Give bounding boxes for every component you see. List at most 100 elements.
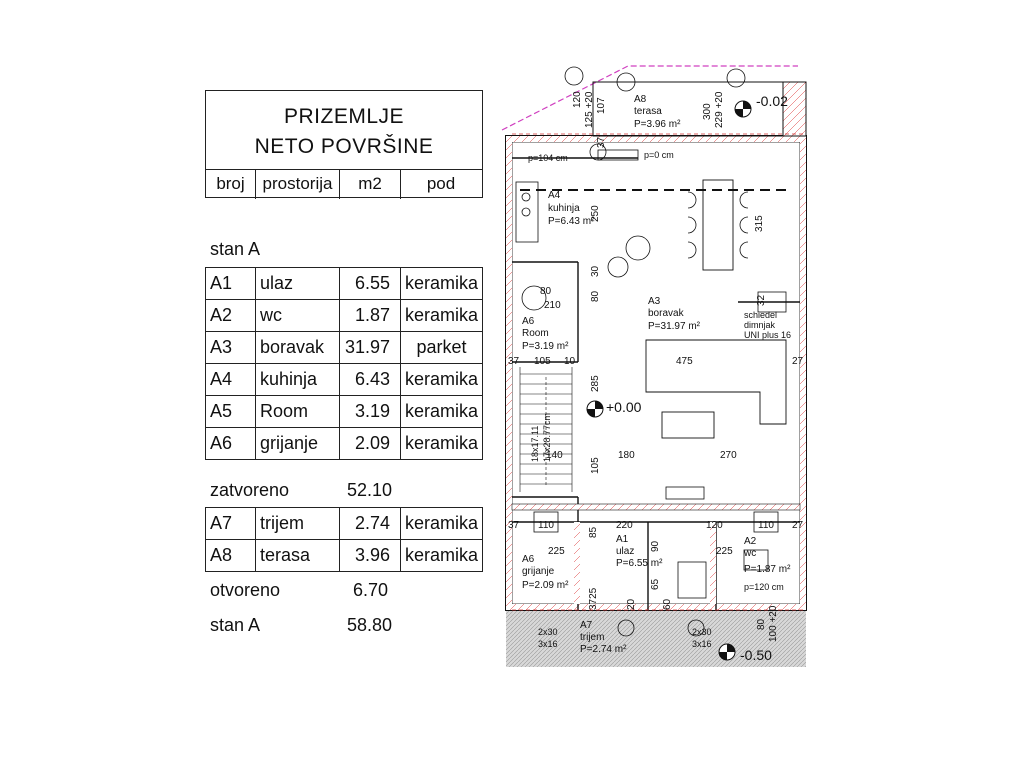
- room-name: terasa: [634, 106, 662, 117]
- dimension-label: 229 +20: [714, 91, 725, 128]
- dimension-label: 140: [546, 450, 563, 461]
- table-title: PRIZEMLJE: [283, 105, 405, 128]
- row-id: A7: [205, 507, 256, 540]
- dimension-label: 180: [618, 450, 635, 461]
- dimension-label: 110: [538, 520, 554, 531]
- level-outside: -0.50: [740, 647, 772, 663]
- table-row: A5 Room 3.19 keramika: [205, 395, 484, 428]
- open-rooms-table: A7 trijem 2.74 keramika A8 terasa 3.96 k…: [205, 507, 484, 572]
- room-name: wc: [743, 548, 756, 559]
- row-floor: keramika: [399, 395, 484, 428]
- closed-total-label: zatvoreno: [210, 480, 290, 500]
- row-floor: keramika: [399, 299, 484, 332]
- row-area: 3.19: [339, 395, 401, 428]
- room-code: A2: [744, 536, 757, 547]
- row-name: terasa: [255, 539, 340, 572]
- room-code: A3: [648, 296, 661, 307]
- dimension-label: 120: [706, 520, 723, 531]
- dimension-label: 105: [590, 457, 601, 474]
- dimension-label: 120: [572, 91, 583, 108]
- room-name: trijem: [580, 632, 604, 643]
- room-area: P=6.43 m²: [548, 216, 595, 227]
- dimension-label: 20: [626, 598, 637, 610]
- dimension-label: 80: [756, 618, 767, 630]
- dimension-label: 27: [792, 356, 804, 367]
- note-text: 2x30: [538, 627, 558, 637]
- dimension-label: 37: [596, 136, 607, 148]
- row-name: Room: [255, 395, 340, 428]
- section-label: stan A: [210, 239, 261, 259]
- row-floor: keramika: [399, 507, 484, 540]
- floor-plan-drawing: -0.02 +0.00 -0.50 A8 terasa P=3.96 m² A4…: [498, 62, 810, 667]
- note-text: p=104 cm: [528, 153, 568, 163]
- room-area: P=3.96 m²: [634, 119, 681, 130]
- note-text: 3x16: [538, 639, 558, 649]
- row-id: A4: [205, 363, 256, 396]
- table-header-row: broj prostorija m2 pod: [206, 169, 482, 199]
- room-name: ulaz: [616, 546, 634, 557]
- level-marker-outside: [718, 643, 736, 661]
- dimension-label: 30: [590, 265, 601, 277]
- room-name: grijanje: [522, 566, 555, 577]
- table-row: A3 boravak 31.97 parket: [205, 331, 484, 364]
- header-area: m2: [340, 170, 401, 199]
- room-code: A8: [634, 94, 647, 105]
- header-floor: pod: [426, 174, 456, 193]
- dimension-label: 225: [548, 546, 565, 557]
- header-number: broj: [206, 170, 256, 199]
- row-area: 2.74: [339, 507, 401, 540]
- level-ground: +0.00: [606, 399, 642, 415]
- dimension-label: 210: [544, 300, 561, 311]
- row-name: grijanje: [255, 427, 340, 460]
- room-area: P=2.09 m²: [522, 580, 569, 591]
- room-name: Room: [522, 328, 549, 339]
- room-code: A1: [616, 534, 629, 545]
- dimension-label: 85: [588, 526, 599, 538]
- row-floor: parket: [399, 331, 484, 364]
- row-area: 1.87: [339, 299, 401, 332]
- dimension-label: 32: [756, 294, 767, 306]
- room-code: A6: [522, 554, 535, 565]
- table-row: A2 wc 1.87 keramika: [205, 299, 484, 332]
- room-area: P=31.97 m²: [648, 321, 701, 332]
- dimension-label: 90: [650, 540, 661, 552]
- row-area: 3.96: [339, 539, 401, 572]
- dimension-label: 250: [590, 205, 601, 222]
- room-code: A6: [522, 316, 535, 327]
- room-code: A7: [580, 620, 593, 631]
- dimension-label: 270: [720, 450, 737, 461]
- row-floor: keramika: [399, 427, 484, 460]
- floor-plan: -0.02 +0.00 -0.50 A8 terasa P=3.96 m² A4…: [498, 62, 810, 667]
- row-floor: keramika: [399, 539, 484, 572]
- table-row: A7 trijem 2.74 keramika: [205, 507, 484, 540]
- dimension-label: 225: [716, 546, 733, 557]
- closed-total-value: 52.10: [347, 480, 393, 500]
- room-area: P=1.87 m²: [744, 564, 791, 575]
- row-id: A2: [205, 299, 256, 332]
- dimension-label: 80: [590, 290, 601, 302]
- row-name: ulaz: [255, 267, 340, 300]
- row-id: A6: [205, 427, 256, 460]
- row-area: 2.09: [339, 427, 401, 460]
- note-text: p=0 cm: [644, 150, 674, 160]
- dimension-label: 65: [650, 578, 661, 590]
- dimension-label: 105: [534, 356, 551, 367]
- table-row: A1 ulaz 6.55 keramika: [205, 267, 484, 300]
- room-area: P=3.19 m²: [522, 341, 569, 352]
- room-area: P=2.74 m²: [580, 644, 627, 655]
- row-floor: keramika: [399, 267, 484, 300]
- dimension-label: 10: [564, 356, 576, 367]
- dimension-label: 100 +20: [768, 605, 779, 642]
- dimension-label: 37: [508, 520, 520, 531]
- row-id: A1: [205, 267, 256, 300]
- row-name: trijem: [255, 507, 340, 540]
- row-id: A3: [205, 331, 256, 364]
- header-room: prostorija: [256, 170, 340, 199]
- dimension-label: 110: [758, 520, 774, 531]
- row-name: wc: [255, 299, 340, 332]
- room-code: A4: [548, 190, 561, 201]
- dimension-label: 27: [792, 520, 804, 531]
- table-row: A6 grijanje 2.09 keramika: [205, 427, 484, 460]
- note-text: p=120 cm: [744, 582, 784, 592]
- note-text: UNI plus 16: [744, 330, 791, 340]
